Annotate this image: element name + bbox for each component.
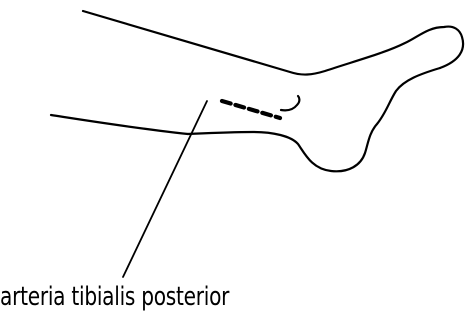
artery-label: arteria tibialis posterior xyxy=(0,279,471,315)
foot-sole-contour xyxy=(188,68,440,171)
lower-leg-contour xyxy=(51,115,188,134)
upper-leg-contour xyxy=(83,11,463,75)
artery-course-dashed-line xyxy=(222,101,280,118)
artery-label-text: arteria tibialis posterior xyxy=(0,279,229,315)
medial-malleolus xyxy=(281,96,299,110)
